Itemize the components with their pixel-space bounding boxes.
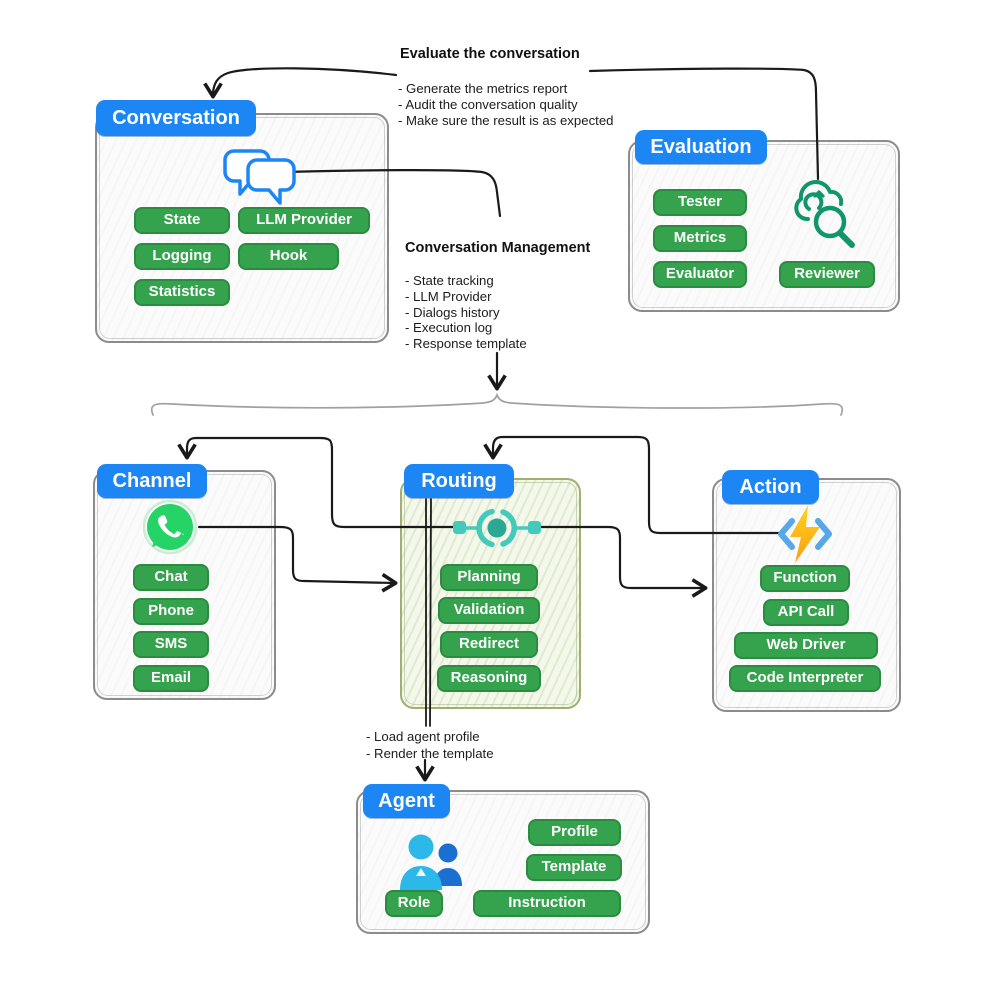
pill-state: State: [134, 207, 230, 234]
action-title: Action: [722, 470, 819, 504]
pill-reviewer: Reviewer: [779, 261, 875, 288]
pill-chat: Chat: [133, 564, 209, 591]
pill-reasoning: Reasoning: [437, 665, 541, 692]
note-line: - LLM Provider: [405, 288, 492, 304]
users-icon: [400, 834, 462, 890]
pill-tester: Tester: [653, 189, 747, 216]
conversation-title: Conversation: [96, 100, 256, 136]
pill-llm-provider: LLM Provider: [238, 207, 370, 234]
pill-instruction: Instruction: [473, 890, 621, 917]
note-line: - Make sure the result is as expected: [398, 112, 614, 128]
pill-web-driver: Web Driver: [734, 632, 878, 659]
pill-validation: Validation: [438, 597, 540, 624]
pill-profile: Profile: [528, 819, 621, 846]
note-line: - Render the template: [366, 746, 494, 761]
edge-evaluate-to-conversation: [203, 67, 398, 99]
pill-statistics: Statistics: [134, 279, 230, 306]
note-line: - Response template: [405, 336, 527, 352]
channel-title: Channel: [97, 464, 207, 498]
pill-logging: Logging: [134, 243, 230, 270]
routing-title: Routing: [404, 464, 514, 498]
pill-phone: Phone: [133, 598, 209, 625]
pill-role: Role: [385, 890, 443, 917]
note-line: - Execution log: [405, 320, 493, 336]
pill-template: Template: [526, 854, 622, 881]
cloud-search-icon: [794, 180, 855, 248]
pill-planning: Planning: [440, 564, 538, 591]
pill-sms: SMS: [133, 631, 209, 658]
pill-metrics: Metrics: [653, 225, 747, 252]
note-line: - State tracking: [405, 273, 494, 288]
pill-code-interpreter: Code Interpreter: [729, 665, 881, 692]
management-note-bullets: - State tracking - LLM Provider - Dialog…: [405, 273, 527, 352]
evaluate-note-bullets: - Generate the metrics report - Audit th…: [398, 81, 614, 128]
routing-hub-icon: [453, 508, 541, 548]
whatsapp-icon: [142, 499, 198, 555]
pill-function: Function: [760, 565, 850, 592]
pill-redirect: Redirect: [440, 631, 538, 658]
chat-bubbles-icon: [223, 149, 296, 205]
evaluation-title: Evaluation: [635, 130, 767, 164]
management-note-title: Conversation Management: [405, 240, 591, 256]
pill-evaluator: Evaluator: [653, 261, 747, 288]
lightning-code-icon: [778, 505, 832, 563]
pill-api-call: API Call: [763, 599, 849, 626]
note-line: - Generate the metrics report: [398, 81, 568, 96]
agent-note-bullets: - Load agent profile - Render the templa…: [366, 728, 494, 762]
evaluate-note-title: Evaluate the conversation: [400, 46, 580, 62]
pill-email: Email: [133, 665, 209, 692]
note-line: - Audit the conversation quality: [398, 96, 578, 112]
agent-title: Agent: [363, 784, 450, 818]
note-line: - Dialogs history: [405, 304, 500, 320]
pill-hook: Hook: [238, 243, 339, 270]
brace-shape: [150, 392, 844, 416]
note-line: - Load agent profile: [366, 729, 480, 744]
